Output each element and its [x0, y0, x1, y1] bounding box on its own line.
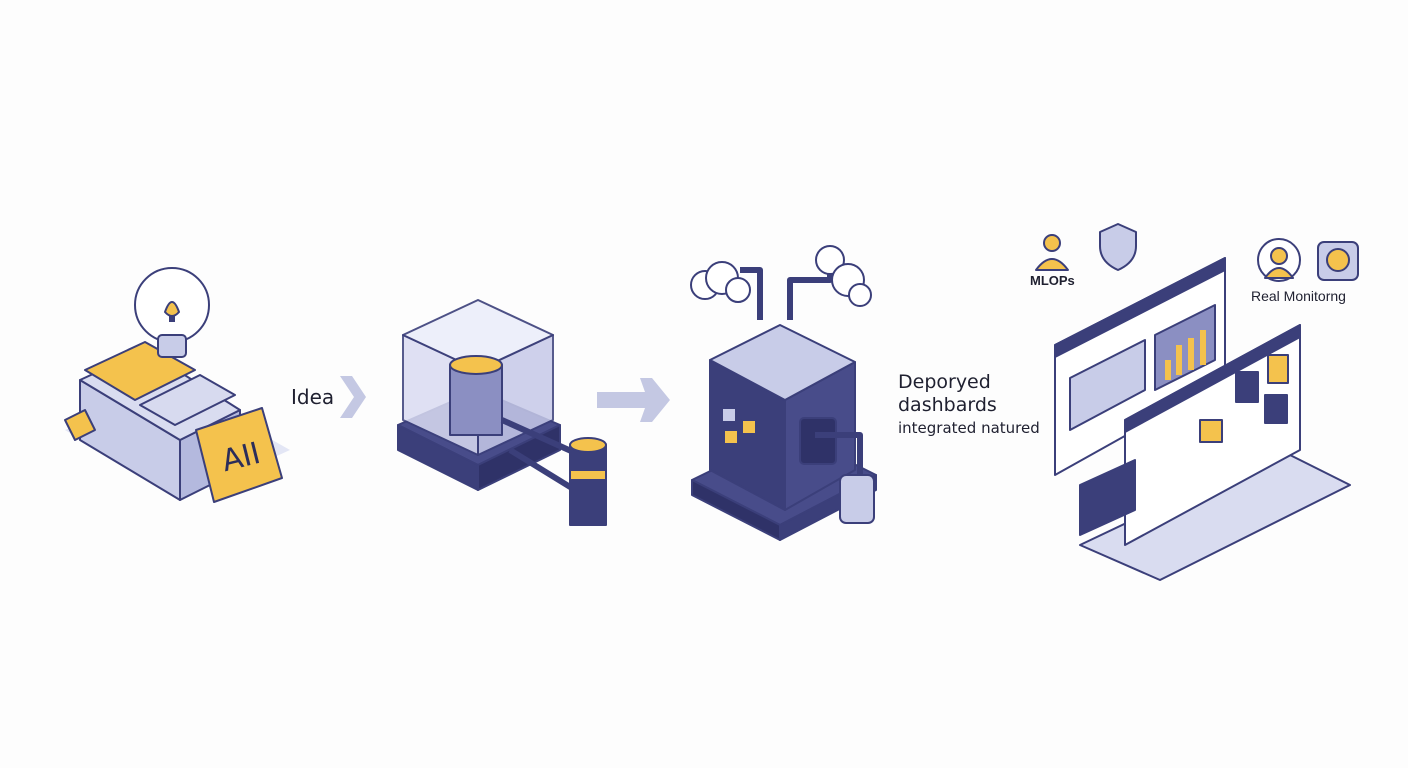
idea-box-illustration: [64, 267, 290, 503]
arrow-1: [340, 376, 366, 418]
dashboards-illustration: [1035, 223, 1359, 581]
deployed-title-line2: dashbards: [898, 394, 997, 416]
data-cube-illustration: [397, 299, 607, 526]
deployed-subtitle: integrated natured: [898, 419, 1040, 437]
mlops-label: MLOPs: [1030, 273, 1075, 288]
idea-label: Idea: [291, 385, 335, 409]
deploy-machine-illustration: [690, 245, 877, 541]
deployed-title-line1: Deporyed: [898, 371, 991, 393]
arrow-2: [597, 378, 670, 422]
monitoring-label: Real Monitorng: [1251, 288, 1346, 304]
